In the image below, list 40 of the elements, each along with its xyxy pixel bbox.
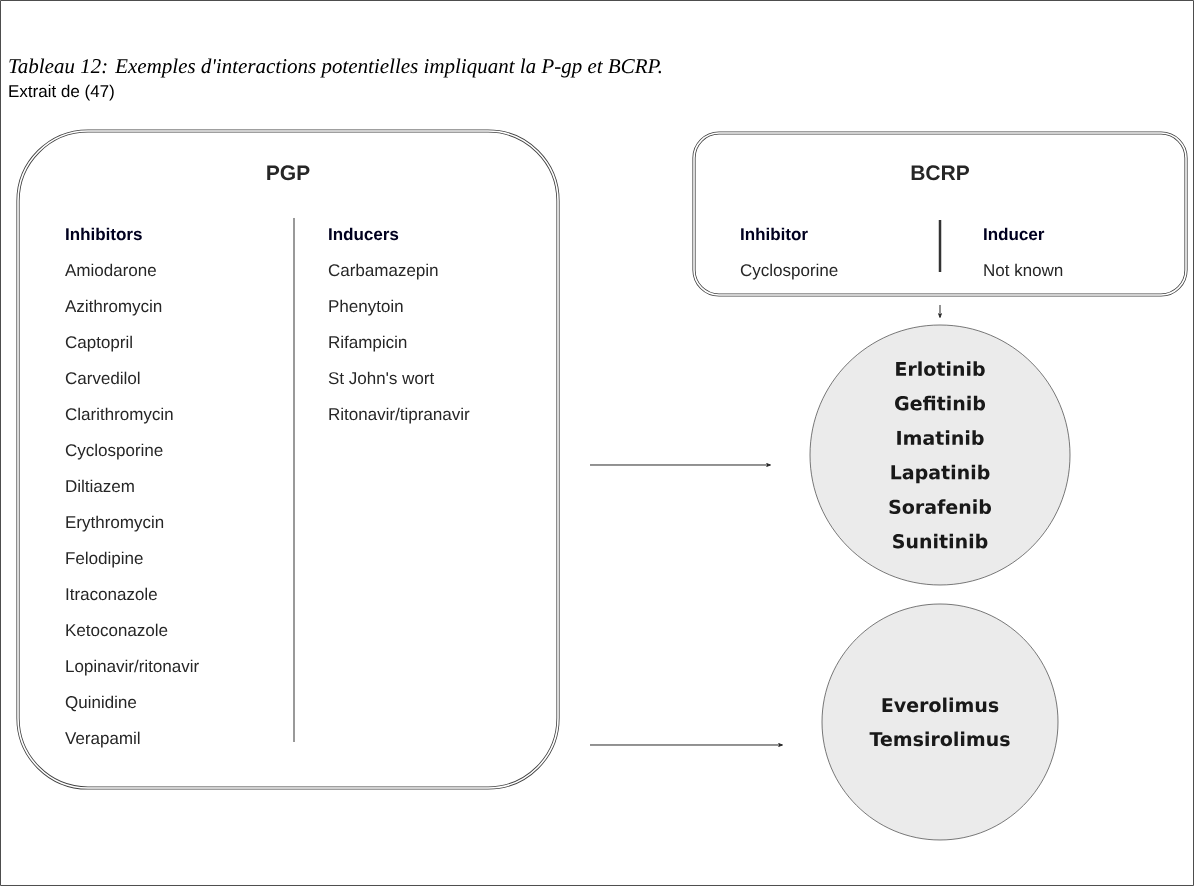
list-item: Ketoconazole xyxy=(66,623,168,637)
source-note: Extrait de (47) xyxy=(9,84,114,101)
list-item: Rifampicin xyxy=(329,335,407,352)
drug-name: Imatinib xyxy=(897,430,984,446)
list-item: Ritonavir/tipranavir xyxy=(329,407,470,424)
list-item: Not known xyxy=(984,263,1063,277)
list-item: St John's wort xyxy=(328,371,435,385)
list-item: Itraconazole xyxy=(66,587,157,601)
list-item: Lopinavir/ritonavir xyxy=(66,659,199,676)
list-item: Carbamazepin xyxy=(328,263,438,280)
drug-name: Everolimus xyxy=(882,697,999,713)
box-title: BCRP xyxy=(911,165,969,181)
column-heading: Inhibitor xyxy=(741,227,808,241)
box-title: PGP xyxy=(267,165,310,181)
list-item: Cyclosporine xyxy=(65,443,163,460)
drug-name: Gefitinib xyxy=(895,395,986,411)
list-item: Quinidine xyxy=(65,695,137,712)
drug-name: Sunitinib xyxy=(893,533,988,549)
list-item: Cyclosporine xyxy=(740,263,838,280)
drug-name: Temsirolimus xyxy=(869,731,1010,747)
list-item: Felodipine xyxy=(66,551,143,568)
table-title: Tableau 12: Exemples d'interactions potentielles impliquant la P-gp et BCRP. xyxy=(9,58,662,78)
drug-name: Erlotinib xyxy=(896,361,985,377)
column-heading: Inhibitors xyxy=(66,227,142,241)
list-item: Azithromycin xyxy=(65,299,162,316)
arrow xyxy=(589,463,771,467)
column-heading: Inducers xyxy=(329,227,399,241)
list-item: Carvedilol xyxy=(65,371,140,385)
arrow xyxy=(589,743,783,747)
list-item: Verapamil xyxy=(65,731,140,748)
list-item: Captopril xyxy=(65,335,132,352)
arrow xyxy=(938,304,942,318)
list-item: Erythromycin xyxy=(66,515,164,532)
list-item: Phenytoin xyxy=(329,299,403,316)
column-heading: Inducer xyxy=(984,227,1045,241)
list-item: Clarithromycin xyxy=(65,407,173,424)
drug-name: Sorafenib xyxy=(889,499,991,515)
drug-name: Lapatinib xyxy=(891,464,990,484)
list-item: Amiodarone xyxy=(65,263,156,277)
list-item: Diltiazem xyxy=(66,479,134,493)
